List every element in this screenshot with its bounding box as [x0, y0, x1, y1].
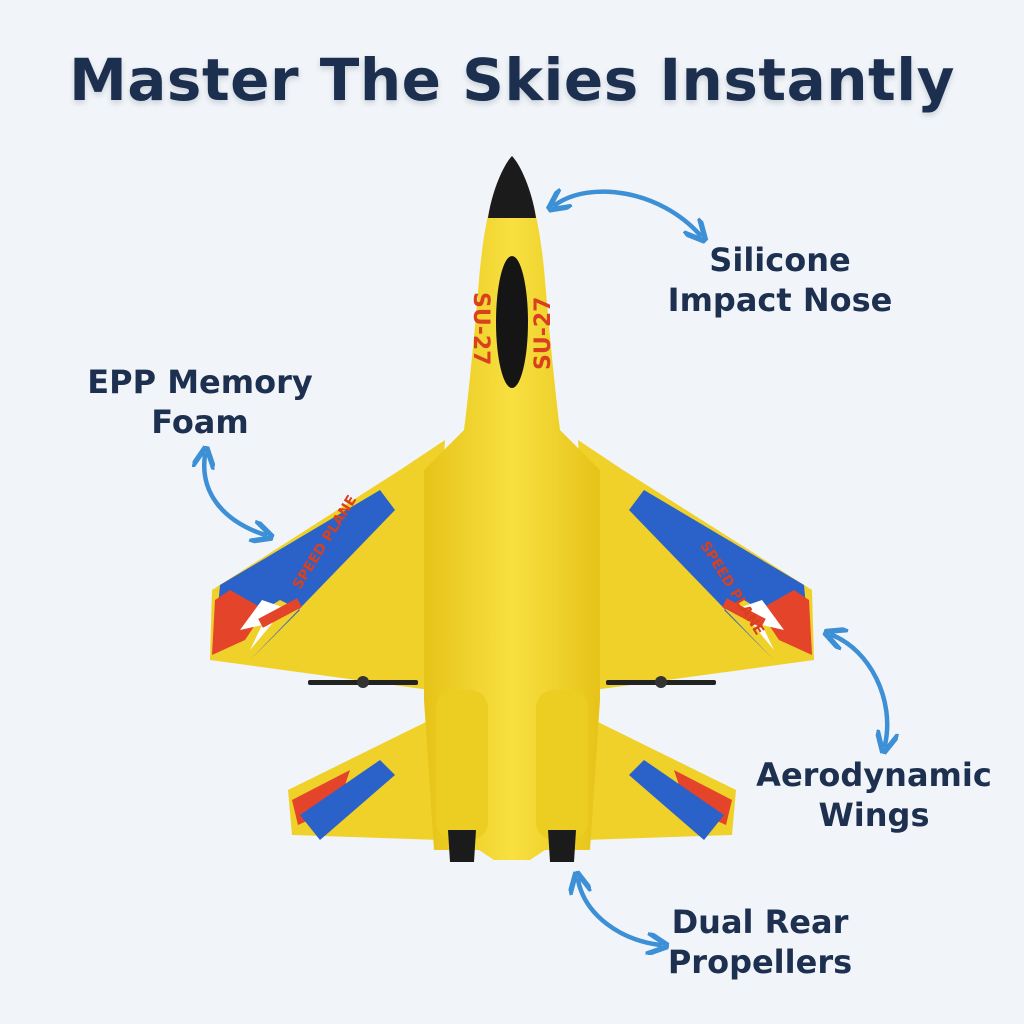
- headline: Master The Skies Instantly: [69, 46, 955, 114]
- model-marking-left: SU-27: [468, 292, 493, 365]
- fuselage: [424, 160, 600, 860]
- nose-arrow: [555, 192, 700, 235]
- left-propeller: [308, 676, 418, 688]
- callout-nose-line2: Impact Nose: [667, 281, 893, 319]
- right-engine: [536, 690, 588, 840]
- right-wing: SPEED PLANE: [578, 440, 814, 690]
- callout-wings: Aerodynamic Wings: [744, 755, 1004, 835]
- left-wing: SPEED PLANE: [210, 440, 445, 690]
- right-nozzle: [548, 830, 576, 862]
- callout-propellers-line1: Dual Rear: [671, 903, 849, 941]
- callout-foam-line2: Foam: [151, 403, 249, 441]
- callout-nose-line1: Silicone: [709, 241, 851, 279]
- left-engine: [436, 690, 488, 840]
- right-tail-fin: [584, 720, 736, 840]
- callout-foam-line1: EPP Memory: [87, 363, 313, 401]
- callout-wings-line2: Wings: [818, 796, 930, 834]
- canopy: [496, 256, 528, 388]
- foam-arrow: [204, 455, 265, 535]
- callout-foam: EPP Memory Foam: [60, 362, 340, 442]
- callout-wings-line1: Aerodynamic: [756, 756, 992, 794]
- callout-propellers-line2: Propellers: [667, 943, 853, 981]
- wings-arrow: [832, 635, 887, 745]
- nose-cone: [488, 156, 536, 218]
- left-nozzle: [448, 830, 476, 862]
- left-tail-fin: [288, 720, 440, 840]
- callout-propellers: Dual Rear Propellers: [640, 902, 880, 982]
- right-propeller: [606, 676, 716, 688]
- model-marking-right: SU-27: [531, 297, 556, 370]
- callout-nose: Silicone Impact Nose: [640, 240, 920, 320]
- propellers-arrow: [578, 880, 660, 945]
